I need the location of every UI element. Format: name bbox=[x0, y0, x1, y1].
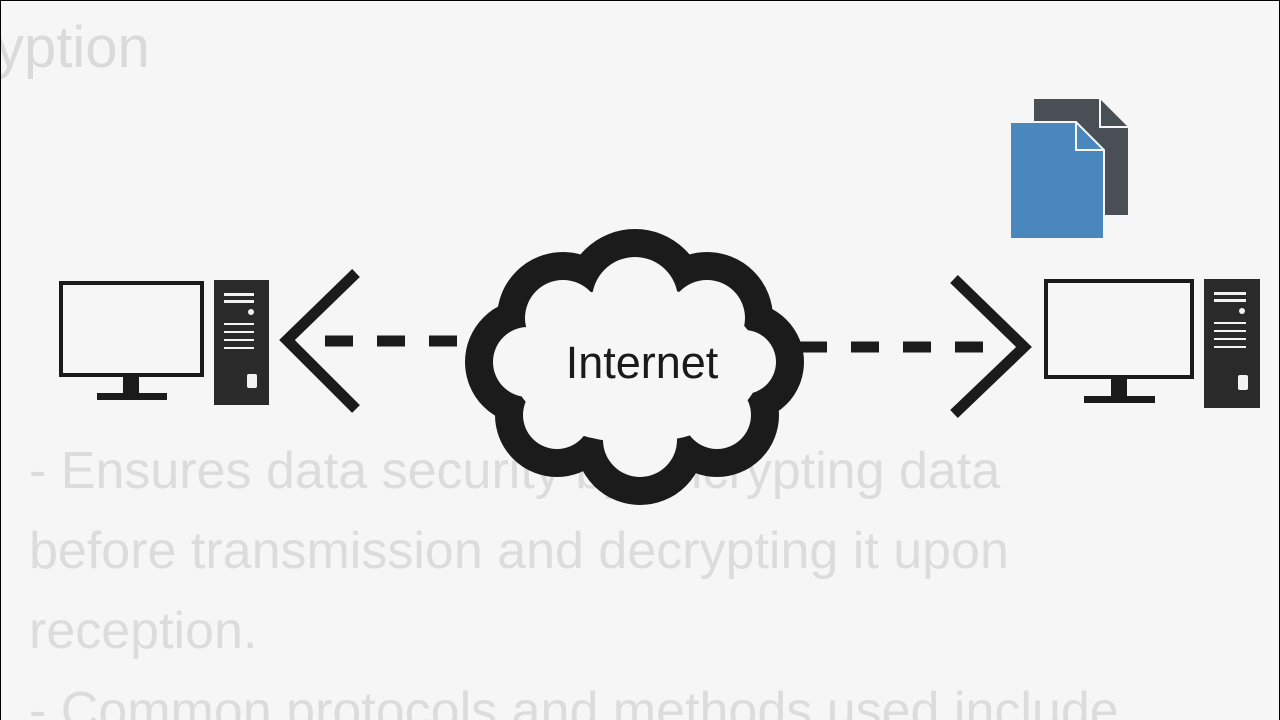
documents-icon bbox=[1009, 99, 1128, 240]
cloud-label: Internet bbox=[566, 337, 719, 388]
chevron-right-icon bbox=[950, 275, 1032, 418]
bullet-line-3: reception. bbox=[29, 602, 258, 660]
right-monitor-base bbox=[1084, 396, 1155, 403]
left-monitor-screen bbox=[59, 281, 204, 377]
left-monitor-base bbox=[97, 393, 167, 400]
bullet-line-2: before transmission and decrypting it up… bbox=[29, 522, 1009, 580]
right-monitor-neck bbox=[1111, 379, 1127, 396]
internet-cloud: Internet bbox=[465, 229, 804, 505]
left-monitor-neck bbox=[123, 377, 139, 394]
document-front bbox=[1009, 121, 1105, 240]
slide-title: yption bbox=[1, 15, 150, 80]
chevron-left-icon bbox=[279, 269, 360, 413]
bullet-line-4: - Common protocols and methods used incl… bbox=[29, 682, 1119, 720]
right-computer-tower bbox=[1204, 279, 1260, 408]
left-computer-tower bbox=[214, 280, 269, 405]
right-monitor-screen bbox=[1044, 279, 1194, 379]
right-computer-icon bbox=[1044, 279, 1260, 408]
left-computer-icon bbox=[59, 280, 269, 405]
